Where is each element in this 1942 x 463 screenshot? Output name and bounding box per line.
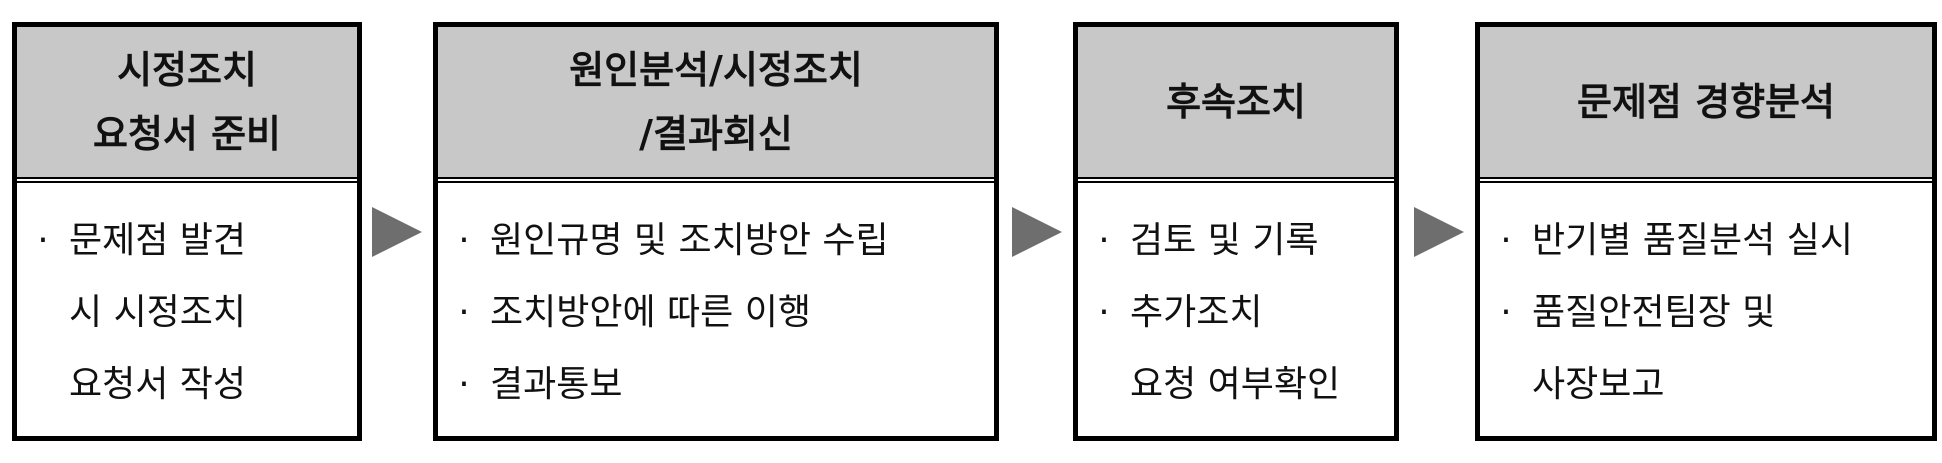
step-box-4: 문제점 경향분석 · 반기별 품질분석 실시 · 품질안전팀장 및 사장보고 (1475, 22, 1937, 441)
item-text: 추가조치 (1130, 292, 1263, 333)
step-title: 후속조치 (1166, 80, 1306, 124)
bullet: · (1500, 220, 1512, 261)
bullet: · (1098, 220, 1110, 261)
step-box-2: 원인분석/시정조치 /결과회신 · 원인규명 및 조치방안 수립 · 조치방안에 따… (433, 22, 999, 441)
step-title: 문제점 경향분석 (1577, 80, 1835, 124)
bullet: · (1098, 292, 1110, 333)
step-box-1: 시정조치 요청서 준비 · 문제점 발견 시 시정조치 요청서 작성 (12, 22, 362, 441)
list-item: · 결과통보 (438, 349, 994, 421)
step-box-3: 후속조치 · 검토 및 기록 · 추가조치 요청 여부확인 (1073, 22, 1399, 441)
list-item-cont: 요청 여부확인 (1130, 364, 1341, 405)
arrow-right-icon (1414, 207, 1464, 257)
list-item: · 추가조치 (1078, 277, 1394, 349)
step-header: 문제점 경향분석 (1480, 27, 1932, 183)
arrow-right-icon (1012, 207, 1062, 257)
bullet: · (458, 292, 470, 333)
step-title: 원인분석/시정조치 (569, 48, 863, 92)
item-text: 품질안전팀장 및 (1532, 292, 1776, 333)
item-text: 검토 및 기록 (1130, 220, 1319, 261)
list-item: · 반기별 품질분석 실시 (1480, 205, 1932, 277)
item-text: 원인규명 및 조치방안 수립 (490, 220, 889, 261)
item-text: 반기별 품질분석 실시 (1532, 220, 1853, 261)
item-text: 문제점 발견 (69, 220, 247, 261)
item-text: 결과통보 (490, 364, 623, 405)
step-header: 원인분석/시정조치 /결과회신 (438, 27, 994, 183)
step-title: /결과회신 (639, 112, 793, 156)
step-header: 시정조치 요청서 준비 (17, 27, 357, 183)
list-item: · 검토 및 기록 (1078, 205, 1394, 277)
step-title: 요청서 준비 (92, 112, 282, 156)
list-item: · 품질안전팀장 및 (1480, 277, 1932, 349)
step-header: 후속조치 (1078, 27, 1394, 183)
list-item-cont: 시 시정조치 (69, 292, 247, 333)
bullet: · (458, 220, 470, 261)
list-item: · 조치방안에 따른 이행 (438, 277, 994, 349)
list-item: · 원인규명 및 조치방안 수립 (438, 205, 994, 277)
bullet: · (1500, 292, 1512, 333)
bullet: · (458, 364, 470, 405)
list-item: · 문제점 발견 (17, 205, 357, 277)
step-title: 시정조치 (117, 48, 257, 92)
list-item-cont: 요청서 작성 (69, 364, 247, 405)
item-text: 조치방안에 따른 이행 (490, 292, 811, 333)
arrow-right-icon (372, 207, 422, 257)
bullet: · (37, 220, 49, 261)
list-item-cont: 사장보고 (1532, 364, 1665, 405)
